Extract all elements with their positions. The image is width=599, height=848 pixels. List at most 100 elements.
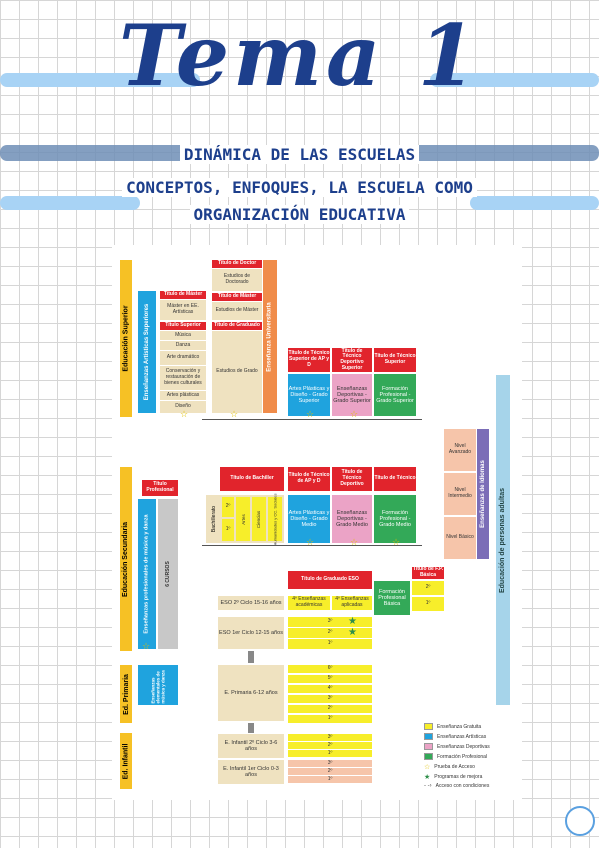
star-green-icon: ★ (348, 616, 357, 627)
study-grado: Estudios de Grado (212, 331, 262, 413)
label-ed-primaria: Ed. Primaria (120, 665, 132, 723)
subtitle-line-1: DINÁMICA DE LAS ESCUELAS (0, 145, 599, 164)
prim-course-5: 5º (288, 675, 372, 683)
title-doctor: Título de Doctor (212, 260, 262, 268)
prim-course-4: 4º (288, 685, 372, 693)
title-graduado-eso: Título de Graduado ESO (288, 571, 372, 589)
eso1-course-3: 3º (288, 617, 372, 627)
study-eso-2: ESO 2º Ciclo 15-16 años (218, 596, 284, 610)
legend-item: ★Programas de mejora (424, 774, 483, 781)
education-system-diagram: Educación Superior Enseñanzas Artísticas… (112, 245, 522, 800)
study-fp-superior: Formación Profesional - Grado Superior (374, 374, 416, 416)
star-outline-icon: ☆ (230, 410, 239, 420)
study-musica: Música (160, 331, 206, 340)
inf1-course-1: 1º (288, 776, 372, 783)
study-primaria: E. Primaria 6-12 años (218, 665, 284, 721)
page-corner-circle (565, 806, 595, 836)
label-elementales-musica: Enseñanzas elementales de música y danza (138, 665, 178, 705)
inf2-course-1: 1º (288, 750, 372, 757)
bach-course-1: 1º (222, 519, 234, 541)
study-danza: Danza (160, 341, 206, 350)
star-outline-icon: ☆ (142, 642, 151, 652)
star-green-icon: ★ (424, 774, 431, 781)
prim-course-3: 3º (288, 695, 372, 703)
title-tec-superior: Título de Técnico Superior (374, 348, 416, 372)
arrow-infantil-to-primaria (248, 723, 254, 733)
title-tecnico: Título de Técnico (374, 467, 416, 491)
legend-swatch (424, 743, 433, 750)
prim-course-2: 2º (288, 705, 372, 713)
inf1-course-2: 2º (288, 768, 372, 775)
page-title: Tema 1 (118, 6, 481, 105)
inf2-course-2: 2º (288, 742, 372, 749)
eso-aplicadas: 4º Enseñanzas aplicadas (332, 596, 372, 610)
nivel-intermedio: Nivel Intermedio (444, 473, 476, 515)
fpb-course-1: 1º (412, 597, 444, 611)
subtitle-band-light-left (0, 196, 140, 210)
title-graduado: Título de Graduado (212, 322, 262, 330)
label-artisticas-superiores: Enseñanzas Artísticas Superiores (138, 291, 156, 413)
legend-swatch (424, 733, 433, 740)
label-prof-musica-danza: Enseñanzas profesionales de música y dan… (138, 499, 156, 649)
title-master: Título de Máster (212, 293, 262, 301)
eso1-course-1: 1º (288, 639, 372, 649)
connector-line-eso (202, 545, 422, 546)
study-master: Estudios de Máster (212, 302, 262, 320)
label-educacion-superior: Educación Superior (120, 260, 132, 417)
title-profesional: Título Profesional (142, 480, 178, 496)
label-bachillerato: Bachillerato (211, 505, 218, 533)
fpb-course-2: 2º (412, 581, 444, 595)
title-superior: Título Superior (160, 322, 206, 330)
title-tec-dep-sup: Título de Técnico Deportivo Superior (332, 348, 372, 372)
label-adultos: Educación de personas adultas (496, 375, 510, 705)
legend-item: Enseñanza Gratuita (424, 723, 481, 730)
bach-humanidades: Humanidades y CC. Sociales (268, 493, 282, 545)
legend-item: Enseñanzas Artísticas (424, 733, 486, 740)
legend-swatch (424, 753, 433, 760)
inf1-course-3: 3º (288, 760, 372, 767)
inf2-course-3: 3º (288, 734, 372, 741)
study-doctorado: Estudios de Doctorado (212, 269, 262, 291)
bach-ciencias: Ciencias (252, 497, 266, 541)
bach-course-2: 2º (222, 497, 234, 517)
star-outline-icon: ☆ (392, 538, 401, 548)
study-conservacion: Conservación y restauración de bienes cu… (160, 366, 206, 390)
star-outline-icon: ☆ (306, 538, 315, 548)
subtitle-line-3: ORGANIZACIÓN EDUCATIVA (0, 205, 599, 224)
study-ap-medio: Artes Plásticas y Diseño - Grado Medio (288, 495, 330, 543)
label-universitaria: Enseñanza Universitaria (263, 260, 277, 413)
star-green-icon: ★ (348, 627, 357, 638)
study-fp-basica: Formación Profesional Básica (374, 581, 410, 615)
legend-item: - -›Acceso con condiciones (424, 783, 490, 789)
header-band-right (430, 73, 599, 87)
subtitle-line-2: CONCEPTOS, ENFOQUES, LA ESCUELA COMO (0, 178, 599, 197)
study-eso-1: ESO 1er Ciclo 12-15 años (218, 617, 284, 649)
eso1-course-2: 2º (288, 628, 372, 638)
star-outline-icon: ☆ (424, 764, 431, 771)
legend-item: Formación Profesional (424, 753, 487, 760)
study-fp-medio: Formación Profesional - Grado Medio (374, 495, 416, 543)
legend-item: Enseñanzas Deportivas (424, 743, 490, 750)
subtitle-band-light-right (470, 196, 599, 210)
study-infantil-1: E. Infantil 1er Ciclo 0-3 años (218, 760, 284, 784)
label-ed-infantil: Ed. Infantil (120, 733, 132, 789)
header-band-left (0, 73, 200, 87)
study-artes-plasticas: Artes plásticas (160, 391, 206, 400)
eso-academicas: 4º Enseñanzas académicas (288, 596, 330, 610)
label-idiomas: Enseñanzas de Idiomas (477, 429, 489, 559)
star-outline-icon: ☆ (306, 410, 315, 420)
title-tec-sup-ap: Título de Técnico Superior de AP y D (288, 348, 330, 372)
title-fp-basica: Título de F.P. Básica (412, 567, 444, 579)
study-master-art: Máster en EE. Artísticas (160, 300, 206, 320)
study-arte-dramatico: Arte dramático (160, 351, 206, 365)
star-outline-icon: ☆ (180, 410, 189, 420)
prim-course-1: 1º (288, 715, 372, 723)
legend: Enseñanza Gratuita Enseñanzas Artísticas… (424, 723, 520, 797)
bach-artes: Artes (236, 497, 250, 541)
title-tec-apd: Título de Técnico de AP y D (288, 467, 330, 491)
study-dep-medio: Enseñanzas Deportivas - Grado Medio (332, 495, 372, 543)
prim-course-6: 6º (288, 665, 372, 673)
study-diseno: Diseño (160, 401, 206, 413)
star-outline-icon: ☆ (350, 410, 359, 420)
title-master-art: Título de Máster (160, 291, 206, 299)
